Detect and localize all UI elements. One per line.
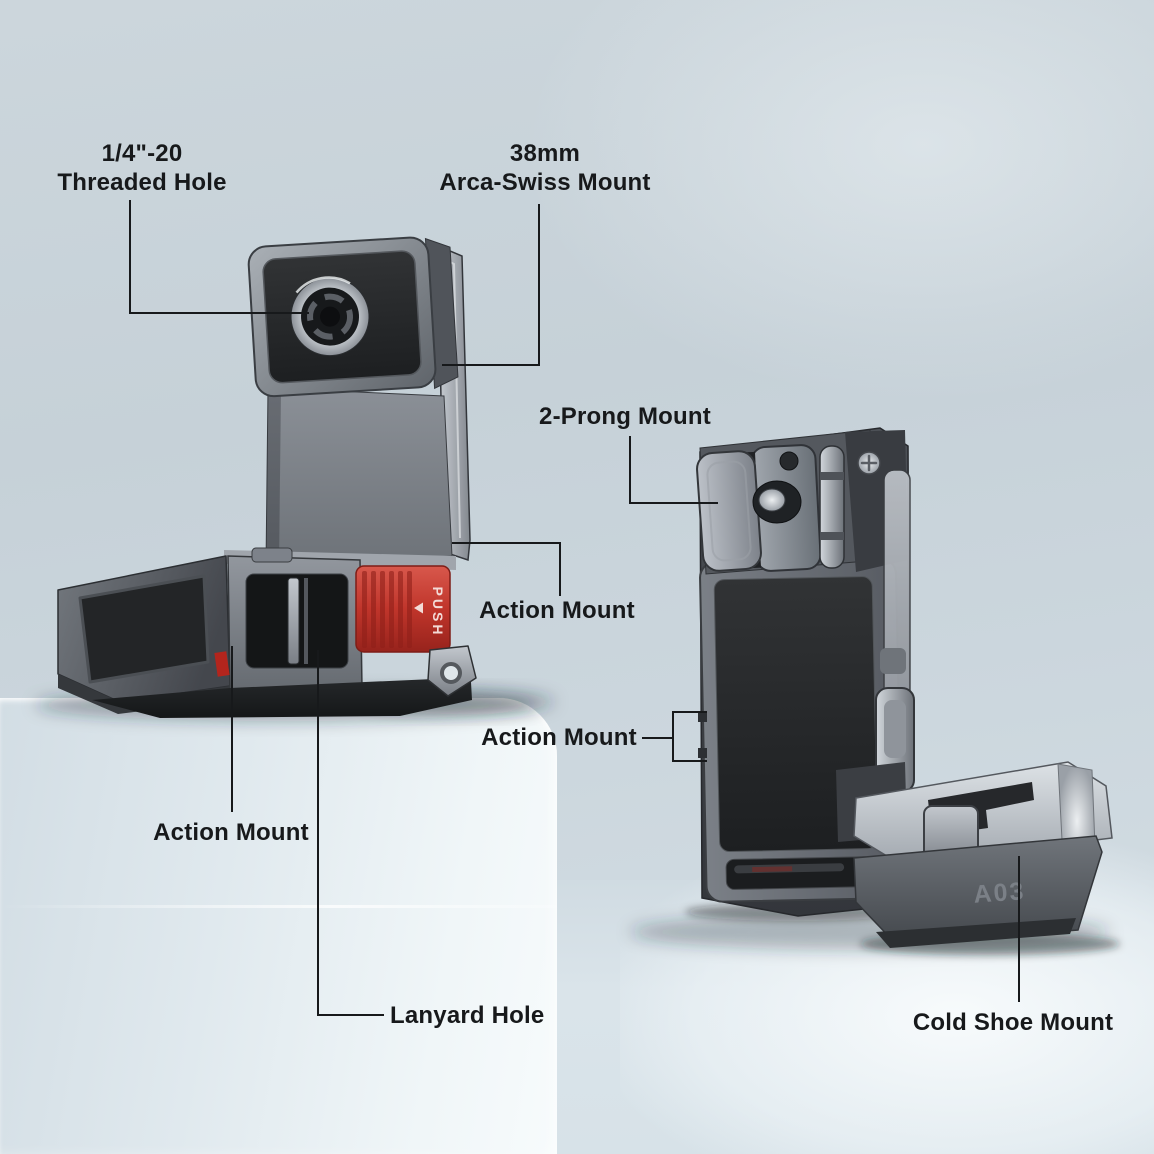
left-bracket-illustration: PUSH [35, 236, 555, 721]
label-action-mount-bottom-text: Action Mount [153, 819, 309, 846]
clamp-divider-2 [304, 578, 308, 664]
cold-shoe-lip [876, 918, 1076, 948]
push-button-rib [398, 571, 403, 648]
label-arca-swiss-line1: 38mm [509, 140, 581, 167]
leader-action-side-h [452, 542, 561, 544]
leader-arca-h [442, 364, 540, 366]
label-action-mount-side-text: Action Mount [479, 597, 635, 624]
push-button-rib [389, 571, 394, 648]
leader-lanyard-h [317, 1014, 384, 1016]
label-two-prong-mount: 2-Prong Mount [515, 402, 735, 431]
hinge-band [820, 472, 844, 480]
push-button-rib [407, 571, 412, 648]
action-mount-notch [698, 712, 707, 722]
label-threaded-hole-line2: Threaded Hole [57, 169, 227, 196]
leader-threaded-hole-h [129, 312, 309, 314]
label-lanyard-hole-text: Lanyard Hole [390, 1002, 545, 1029]
push-button-rib [380, 571, 385, 648]
label-two-prong-mount-text: 2-Prong Mount [539, 403, 711, 430]
riser-edge-shade [266, 388, 281, 566]
cold-shoe-front [853, 835, 1103, 945]
leader-two-prong-v [629, 436, 631, 504]
push-button-rib [362, 571, 367, 648]
wing-rubber-pad [78, 574, 210, 684]
label-cold-shoe-mount: Cold Shoe Mount [893, 1008, 1133, 1037]
top-plate-group [247, 236, 459, 398]
prong-small-hole [779, 451, 799, 471]
two-prong-mount-assembly [696, 429, 908, 575]
right-bracket-illustration: A03 [630, 427, 1120, 955]
platform-edge-highlight [0, 905, 557, 908]
riser-plate [265, 387, 453, 567]
label-action-mount-bottom: Action Mount [141, 818, 321, 847]
thread-core [320, 306, 341, 327]
leader-lanyard-v [317, 650, 319, 1016]
leader-action-rear-bracket-v [672, 711, 674, 762]
side-latch-inner [884, 700, 906, 758]
label-arca-swiss: 38mm Arca-Swiss Mount [415, 139, 675, 197]
cold-shoe-mount-assembly: A03 [836, 761, 1113, 948]
leader-cold-shoe-v [1018, 856, 1020, 1002]
model-code-text: A03 [973, 877, 1027, 909]
base-underside [92, 664, 472, 718]
safety-indicator-red [214, 651, 230, 677]
push-button: PUSH [355, 565, 451, 653]
background-glow [519, 0, 1154, 404]
label-arca-swiss-line2: Arca-Swiss Mount [439, 169, 651, 196]
action-mount-notch [698, 748, 707, 758]
leader-arca-v [538, 204, 540, 366]
clamp-tab [251, 547, 293, 563]
label-action-mount-rear-text: Action Mount [481, 724, 637, 751]
leader-action-side-v [559, 542, 561, 596]
label-threaded-hole-line1: 1/4"-20 [101, 140, 183, 167]
clamp-divider [287, 577, 300, 665]
label-action-mount-side: Action Mount [467, 596, 647, 625]
screw-cross [860, 454, 878, 472]
leader-two-prong-h [629, 502, 718, 504]
label-cold-shoe-mount-text: Cold Shoe Mount [912, 1009, 1114, 1036]
label-action-mount-rear: Action Mount [469, 723, 649, 752]
label-lanyard-hole: Lanyard Hole [390, 1001, 544, 1030]
leader-action-rear-bracket-top [672, 711, 707, 713]
leader-action-rear-h [642, 737, 674, 739]
hinge-band [820, 532, 844, 540]
ring-highlight [295, 276, 351, 294]
prong-left [696, 450, 762, 572]
bottom-rail-red-hint [752, 866, 793, 873]
rear-frame-group [699, 557, 904, 903]
thread-detail [307, 293, 354, 340]
label-threaded-hole: 1/4"-20 Threaded Hole [27, 139, 257, 197]
leader-threaded-hole-v [129, 200, 131, 314]
leader-action-bottom-v [231, 646, 233, 812]
hinge-column [819, 445, 845, 569]
prong-left-inner [706, 460, 752, 562]
push-button-rib [371, 571, 376, 648]
white-platform [0, 698, 557, 1154]
push-arrow-icon [414, 602, 423, 614]
lanyard-hole-ring [440, 662, 462, 684]
leader-action-rear-bracket-bottom [672, 760, 707, 762]
push-button-text: PUSH [430, 587, 446, 638]
latch-step [880, 648, 906, 674]
prong-cylinder-core [758, 488, 786, 512]
